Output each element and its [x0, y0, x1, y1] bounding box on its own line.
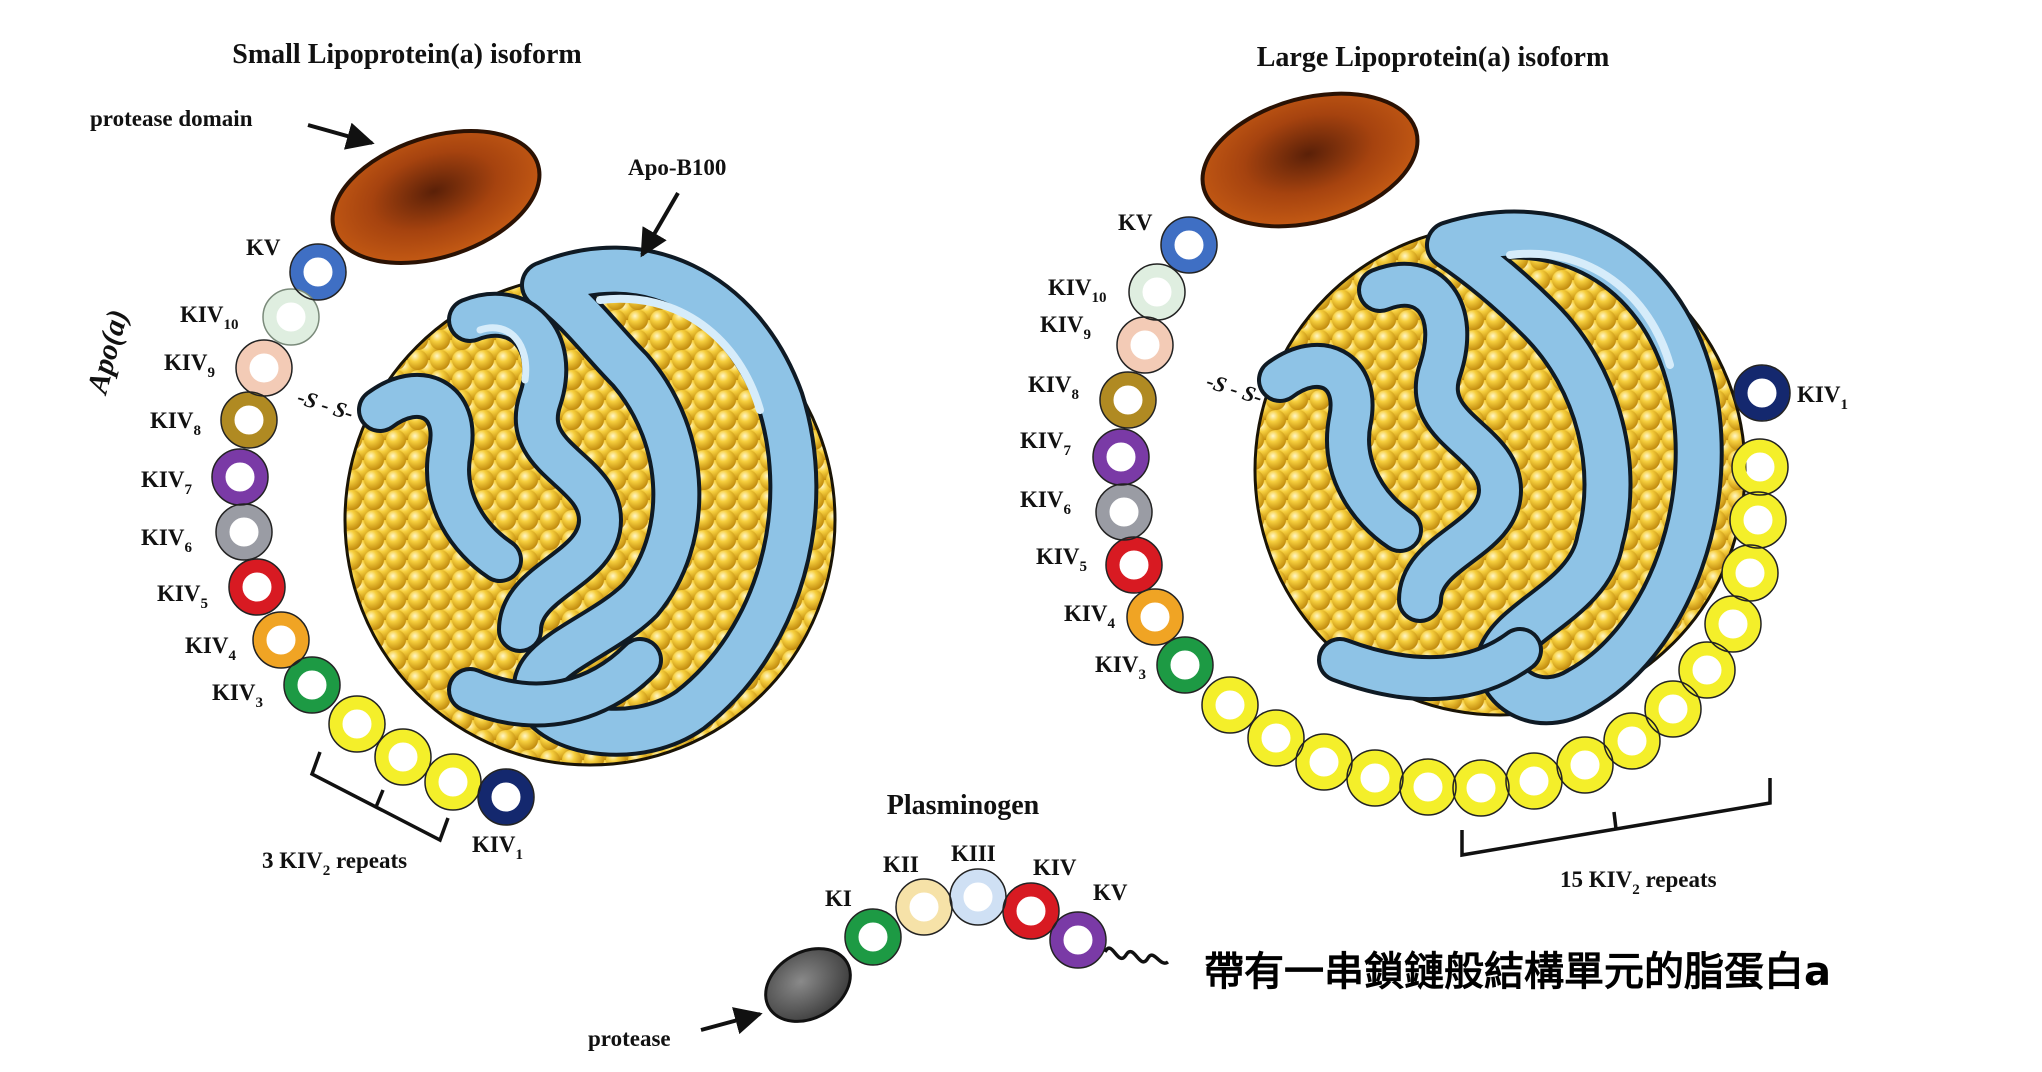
kiv9-ring	[1117, 317, 1173, 373]
kiv6-ring	[1096, 484, 1152, 540]
kiv-ring	[1003, 883, 1059, 939]
kiii-label: KIII	[951, 841, 996, 866]
apob100-label: Apo-B100	[628, 155, 726, 180]
kiv3-ring	[1157, 637, 1213, 693]
kiv9-ring	[236, 340, 292, 396]
kiv1-ring	[478, 769, 534, 825]
kv-label: KV	[1093, 880, 1128, 905]
kiv2-ring	[425, 754, 481, 810]
kiv2-repeats-bracket	[1460, 778, 1772, 858]
kiv10-label: KIV10	[180, 302, 238, 333]
kiv1-label: KIV1	[472, 832, 523, 863]
kiv7-ring	[1093, 429, 1149, 485]
kv-ring	[1050, 912, 1106, 968]
kiv2-ring	[375, 729, 431, 785]
protease-domain-ellipse	[330, 129, 542, 265]
plasminogen-protease-arrow	[700, 1007, 763, 1035]
ki-ring	[845, 909, 901, 965]
small-isoform-title: Small Lipoprotein(a) isoform	[232, 39, 581, 70]
kiv4-ring	[253, 612, 309, 668]
kiv2-repeats-label: 15 KIV2 repeats	[1560, 867, 1717, 898]
disulfide-bond-label: -S - S-	[294, 384, 356, 426]
apob100-ribbon	[357, 245, 819, 757]
plasminogen: Plasminogen protease KI KII KIII KIV KV	[588, 790, 1170, 1051]
kv-label: KV	[1118, 210, 1153, 235]
protease-domain-ellipse	[1200, 91, 1420, 229]
kiv2-ring	[329, 696, 385, 752]
kv-ring	[290, 244, 346, 300]
kiv1-ring	[1734, 365, 1790, 421]
kiv2-repeats-label: 3 KIV2 repeats	[262, 848, 407, 879]
kiv4-label: KIV4	[1064, 601, 1115, 632]
kiv9-label: KIV9	[164, 350, 215, 381]
kiii-ring	[950, 869, 1006, 925]
plasminogen-protease-label: protease	[588, 1026, 671, 1051]
kii-label: KII	[883, 852, 919, 877]
kiv7-label: KIV7	[141, 467, 192, 498]
protease-domain-arrow	[307, 122, 375, 150]
kiv4-label: KIV4	[185, 633, 236, 664]
kii-ring	[896, 879, 952, 935]
kiv8-label: KIV8	[150, 408, 201, 439]
large-isoform-title: Large Lipoprotein(a) isoform	[1257, 42, 1610, 73]
kiv7-ring	[212, 449, 268, 505]
apob100-ribbon	[1257, 209, 1724, 726]
kiv3-label: KIV3	[212, 680, 263, 711]
kv-label: KV	[246, 235, 281, 260]
kiv4-ring	[1127, 589, 1183, 645]
disulfide-bond-label: -S - S-	[1203, 368, 1265, 410]
kiv6-ring	[216, 504, 272, 560]
apob100-arrow	[640, 191, 680, 258]
kiv10-ring	[263, 289, 319, 345]
protease-domain-label: protease domain	[90, 106, 253, 131]
kiv5-label: KIV5	[157, 581, 208, 612]
plasminogen-tail	[1103, 946, 1170, 965]
kiv8-label: KIV8	[1028, 372, 1079, 403]
kiv7-label: KIV7	[1020, 428, 1071, 459]
kiv-label: KIV	[1033, 855, 1077, 880]
kiv8-ring	[221, 392, 277, 448]
kiv5-label: KIV5	[1036, 544, 1087, 575]
kiv2-repeat-rings	[1202, 439, 1788, 816]
kiv1-label: KIV1	[1797, 382, 1848, 413]
plasminogen-protease-ellipse	[764, 947, 852, 1023]
kiv6-label: KIV6	[1020, 487, 1071, 518]
kiv9-label: KIV9	[1040, 312, 1091, 343]
kiv5-ring	[229, 559, 285, 615]
kv-ring	[1161, 217, 1217, 273]
plasminogen-title: Plasminogen	[887, 790, 1040, 821]
kiv5-ring	[1106, 537, 1162, 593]
kiv10-label: KIV10	[1048, 275, 1106, 306]
caption: 帶有一串鎖鏈般結構單元的脂蛋白a	[1204, 949, 1831, 995]
kiv8-ring	[1100, 372, 1156, 428]
kiv3-label: KIV3	[1095, 652, 1146, 683]
apoa-label: Apo(a)	[80, 306, 134, 399]
kiv6-label: KIV6	[141, 525, 192, 556]
ki-label: KI	[825, 886, 852, 911]
kiv3-ring	[284, 657, 340, 713]
kiv2-repeats-bracket	[309, 751, 450, 843]
small-isoform: Small Lipoprotein(a) isoform protease do…	[80, 39, 837, 879]
kiv10-ring	[1129, 264, 1185, 320]
large-isoform: Large Lipoprotein(a) isoform -S - S-	[1020, 42, 1848, 898]
